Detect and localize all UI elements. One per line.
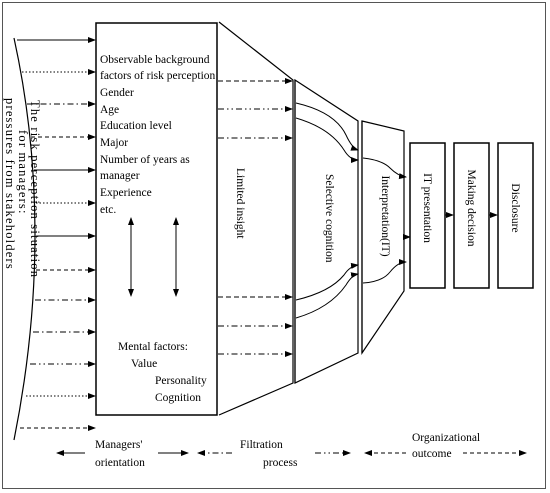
filter-arrows-2	[295, 102, 359, 319]
disclosure-box	[497, 142, 534, 289]
box-line-7: manager	[100, 170, 140, 182]
stakeholder-arc	[13, 37, 36, 441]
left-label-line2: for managers:	[16, 130, 30, 215]
legend-org-line2: outcome	[412, 448, 452, 460]
filter-arrows-1	[218, 78, 293, 357]
figure-frame	[2, 2, 546, 489]
box-line-5: Major	[100, 137, 129, 149]
mental-title: Mental factors:	[118, 341, 188, 353]
legend-managers-line1: Managers'	[95, 439, 143, 451]
left-label-line3: pressures from stakeholders	[3, 98, 17, 270]
funnel2-label: Selective cognition	[323, 174, 335, 263]
mental-item-value: Value	[131, 358, 158, 370]
box-line-8: Experience	[100, 187, 152, 199]
box-line-1: factors of risk perception	[100, 70, 216, 82]
legend-org-line1: Organizational	[412, 432, 481, 444]
legend-filtration-line2: process	[263, 457, 298, 469]
box-line-0: Observable background	[100, 54, 210, 66]
mental-item-personality: Personality	[155, 375, 207, 387]
mental-item-cognition: Cognition	[155, 392, 202, 404]
legend-managers-line2: orientation	[95, 457, 145, 469]
manager-factors-box	[95, 22, 218, 416]
box-line-2: Gender	[100, 87, 134, 99]
filter-arrows-3	[362, 157, 411, 284]
funnel-limited-insight	[218, 21, 294, 416]
stakeholder-arrows	[17, 37, 96, 431]
it-presentation-label: IT presentation	[421, 173, 433, 243]
box-line-4: Education level	[100, 120, 172, 132]
making-decision-label: Making decision	[465, 169, 477, 247]
box-line-6: Number of years as	[100, 154, 190, 166]
box-line-9: etc.	[100, 204, 117, 216]
legend-filtration-line1: Filtration	[240, 439, 283, 451]
disclosure-label: Disclosure	[509, 183, 521, 233]
funnel1-label: Limited insight	[234, 168, 246, 239]
funnel3-label: Interpretation(IT)	[379, 175, 391, 257]
box-line-3: Age	[100, 104, 120, 116]
